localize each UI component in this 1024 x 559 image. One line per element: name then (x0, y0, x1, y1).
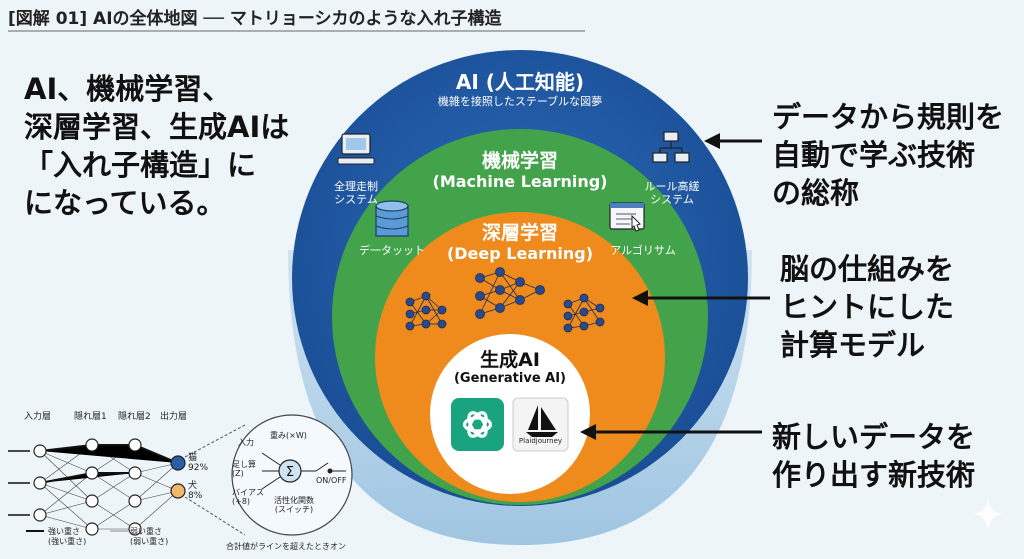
sailboat-logo-icon (512, 397, 569, 452)
callout-line: データから規則を (772, 100, 1005, 134)
ml-right-label: アルゴリサム (610, 244, 676, 257)
callout-ai: データから規則を 自動で学ぶ技術 の総称 (772, 98, 1004, 212)
neuron-sum-label: 足し算 (Z) (232, 460, 256, 478)
legend-text: 強い重さ (48, 527, 80, 536)
zoom-line (184, 496, 246, 536)
plaidjourney-label: Plaidjourney (518, 437, 563, 445)
nn-layer-label: 隠れ層2 (118, 412, 151, 422)
legend-text: 弱い重さ (130, 527, 162, 536)
ai-left-label-line: システム (334, 193, 378, 206)
nn-layer-label: 隠れ層1 (74, 412, 107, 422)
database-icon (375, 200, 409, 237)
nn-nodes (33, 438, 142, 536)
svg-text:Σ: Σ (286, 465, 294, 480)
nn-layer-label: 出力層 (160, 412, 188, 422)
nn-output-cat: 猫 92% (188, 453, 208, 473)
header-divider (8, 30, 585, 32)
gen-circle-title: 生成AI (480, 349, 540, 371)
page-header: [図解 01] AIの全体地図 ── マトリョーシカのような入れ子構造 (8, 9, 502, 29)
callout-line: 作り出す新技術 (772, 458, 976, 492)
ai-left-label: 全理走制 システム (316, 180, 396, 206)
neuron-activation-text: (スイッチ) (274, 505, 314, 514)
ai-circle-subtitle: 機雑を接照したステーブルな図夢 (437, 95, 603, 108)
callout-line: 自動で学ぶ技術 (772, 138, 976, 172)
chatgpt-logo-icon (451, 398, 504, 451)
nn-output-pct: 8% (188, 491, 203, 501)
neuron-activation-text: 活性化関数 (274, 496, 314, 505)
intro-text: AI、機械学習、 深層学習、生成AIは 「入れ子構造」に になっている。 (24, 70, 289, 222)
neuron-wires (261, 452, 346, 490)
neuron-input-label: 入力 (238, 438, 254, 447)
algorithm-window-icon (609, 202, 645, 232)
nn-output-node-dog (170, 483, 186, 499)
intro-line: になっている。 (24, 186, 226, 220)
ai-right-label-line: システム (650, 193, 694, 206)
ai-circle-title: AI (人工知能) (455, 70, 585, 94)
legend-text: (強い重さ) (48, 537, 87, 546)
nn-layer-label: 入力層 (24, 412, 52, 422)
arrow-to-dl-circle (632, 290, 770, 306)
arrow-to-ai-circle (704, 133, 762, 149)
ai-left-label-line: 全理走制 (334, 180, 378, 193)
neuron-sum-text: (Z) (232, 469, 244, 478)
ai-right-label-line: ルール高縒 (644, 180, 700, 193)
callout-line: ヒントにした (780, 290, 955, 324)
neural-network-icon (475, 267, 545, 319)
neuron-bias-text: (+8) (232, 497, 251, 506)
neuron-onoff-label: ON/OFF (316, 476, 347, 485)
nn-output-pct: 92% (188, 463, 209, 473)
ml-circle-title: 機械学習 (481, 150, 558, 172)
neural-network-icon (563, 293, 605, 333)
computer-icon (337, 133, 375, 165)
neuron-activation-label: 活性化関数 (スイッチ) (274, 496, 314, 514)
nn-output-node-cat (170, 455, 186, 471)
zoom-line (184, 424, 246, 458)
neural-network-diagram: Σ (8, 414, 353, 536)
nn-output-name: 猫 (188, 453, 198, 463)
flowchart-icon (652, 131, 690, 163)
intro-line: AI、機械学習、 (24, 72, 232, 106)
ml-circle-subtitle: (Machine Learning) (432, 172, 608, 191)
neuron-sum-text: 足し算 (232, 460, 256, 469)
neural-network-icon (405, 291, 447, 331)
neuron-bias-text: バイアス (232, 488, 264, 497)
callout-line: 脳の仕組みを (780, 252, 955, 286)
gen-circle (430, 334, 590, 494)
ai-right-label: ルール高縒 システム (632, 180, 712, 206)
callout-line: 計算モデル (780, 328, 926, 362)
legend-weak: 弱い重さ (弱い重さ) (130, 527, 168, 547)
nn-output-dog: 犬 8% (188, 481, 202, 501)
intro-line: 「入れ子構造」に (24, 148, 257, 182)
callout-dl: 脳の仕組みを ヒントにした 計算モデル (780, 250, 954, 364)
dl-circle-subtitle: (Deep Learning) (446, 244, 594, 263)
legend-strong: 強い重さ (強い重さ) (48, 527, 86, 547)
dl-circle-title: 深層学習 (481, 222, 558, 244)
nn-strong-connections (39, 444, 179, 484)
callout-line: 新しいデータを (772, 420, 976, 454)
nn-input-arrows (8, 450, 30, 516)
neuron-bias-label: バイアス (+8) (232, 488, 264, 506)
callout-line: の総称 (772, 176, 860, 210)
nn-output-name: 犬 (188, 481, 198, 491)
ml-left-label: デ一タッット (359, 244, 425, 257)
arrow-to-gen-circle (580, 424, 762, 440)
neuron-weight-label: 重み(×W) (270, 431, 307, 440)
legend-text: (弱い重さ) (130, 537, 169, 546)
intro-line: 深層学習、生成AIは (24, 110, 290, 144)
callout-gen: 新しいデータを 作り出す新技術 (772, 418, 975, 494)
sparkle-icon (974, 498, 1002, 530)
gen-circle-subtitle: (Generative AI) (453, 371, 566, 386)
neuron-footnote: 合計値がラインを超えたときオン (226, 542, 346, 551)
